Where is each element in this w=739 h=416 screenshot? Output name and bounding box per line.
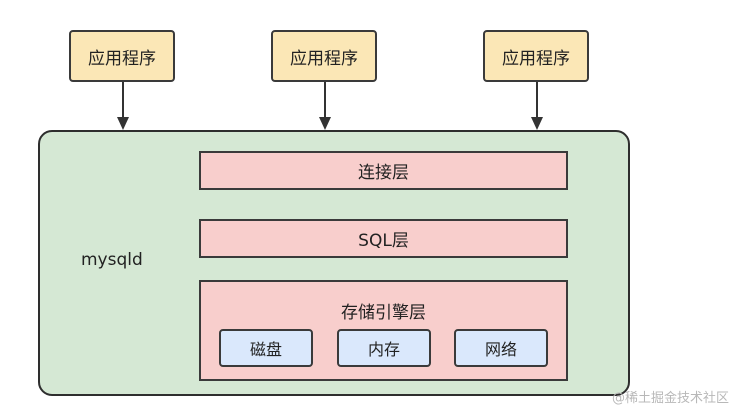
sql-layer: SQL层: [199, 219, 568, 258]
disk-resource: 磁盘: [219, 329, 313, 367]
server-label: mysqld: [81, 250, 143, 270]
arrow-app1-to-server: [117, 82, 129, 130]
watermark: @稀土掘金技术社区: [611, 391, 729, 406]
network-label: 网络: [484, 340, 517, 359]
application-label: 应用程序: [290, 48, 358, 69]
application-box-2: 应用程序: [271, 30, 377, 82]
application-label: 应用程序: [88, 48, 156, 69]
sql-layer-label: SQL层: [358, 231, 409, 251]
arrow-app3-to-server: [531, 82, 543, 130]
application-box-1: 应用程序: [69, 30, 175, 82]
storage-engine-label: 存储引擎层: [341, 303, 426, 323]
application-box-3: 应用程序: [483, 30, 589, 82]
application-label: 应用程序: [502, 48, 570, 69]
memory-label: 内存: [367, 340, 400, 359]
network-resource: 网络: [454, 329, 548, 367]
connection-layer-label: 连接层: [358, 163, 409, 183]
disk-label: 磁盘: [249, 340, 282, 359]
memory-resource: 内存: [337, 329, 431, 367]
arrow-app2-to-server: [319, 82, 331, 130]
connection-layer: 连接层: [199, 151, 568, 190]
